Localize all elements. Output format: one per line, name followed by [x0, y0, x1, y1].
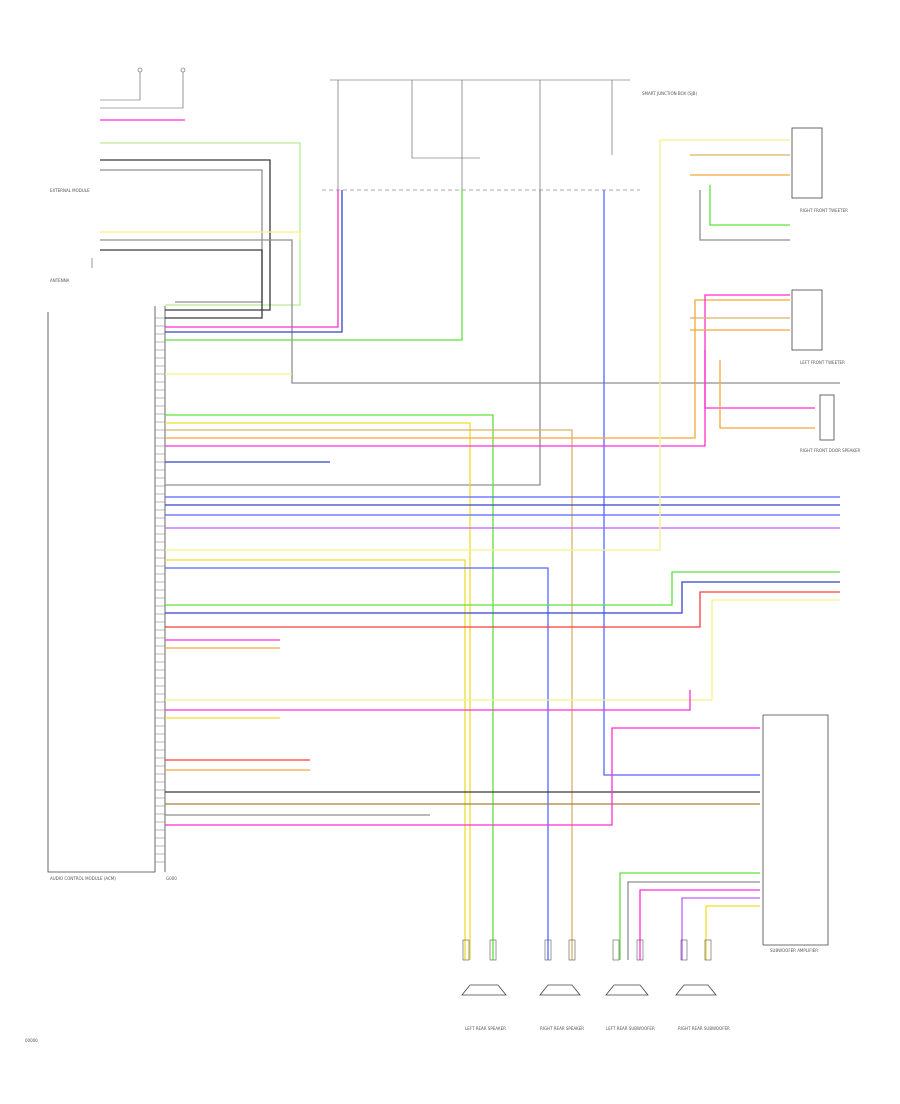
rr-speaker-label: RIGHT REAR SPEAKER [540, 1026, 584, 1031]
wire-ext-black-1 [100, 159, 271, 311]
wire-amp-yellow [705, 905, 760, 960]
antenna-label: ANTENNA [50, 278, 70, 283]
speaker-connector-6 [636, 939, 644, 961]
wire-fuse-green [165, 190, 463, 341]
wire-red-amp [165, 591, 840, 628]
wire-blue-sub [165, 567, 549, 960]
wire-rr-tan [165, 429, 573, 960]
wire-antenna-yellow [100, 231, 301, 240]
speaker-connector-7 [680, 939, 688, 961]
wire-lr-yellow [165, 422, 471, 960]
lr-speaker-symbol [461, 984, 507, 996]
rf-door-speaker-label: RIGHT FRONT DOOR SPEAKER [800, 448, 861, 453]
wire-rf-tw-4 [699, 190, 790, 241]
fuse-connector-2 [180, 67, 186, 73]
bottom-speakers-group: LEFT REAR SPEAKER RIGHT REAR SPEAKER LEF… [461, 984, 730, 1031]
speaker-connector-2 [489, 939, 497, 961]
audio-module-label: AUDIO CONTROL MODULE (ACM) [50, 876, 116, 881]
wire-amp-green [619, 872, 760, 960]
wire-antenna-gray [100, 239, 840, 384]
wire-rf-tw-3 [709, 185, 790, 226]
ext-module-label: EXTERNAL MODULE [50, 188, 90, 193]
speaker-connector-5 [612, 939, 620, 961]
module-pin-ticks [155, 317, 165, 863]
fuse-connector-1 [137, 67, 143, 73]
module-ground-label: G000 [166, 876, 177, 881]
wire-ext-green [100, 142, 301, 306]
wire-tan-tweeter [165, 139, 790, 551]
lf-tweeter-label: LEFT FRONT TWEETER [800, 360, 845, 365]
lr-subwoofer-label: LEFT REAR SUBWOOFER [606, 1026, 655, 1031]
fuse-feed-wire-1 [100, 72, 141, 101]
fuse-feed-wire-2 [100, 72, 184, 109]
speaker-connector-3 [544, 939, 552, 961]
rf-tweeter-box [791, 127, 823, 199]
rr-subwoofer-label: RIGHT REAR SUBWOOFER [678, 1026, 730, 1031]
rf-tweeter-label: RIGHT FRONT TWEETER [800, 208, 848, 213]
wire-amp-violet [681, 897, 760, 960]
wire-green-amp [165, 571, 840, 606]
wire-rr-orange [165, 299, 790, 439]
wire-pink-amp [165, 727, 760, 826]
wire-lf-tw-4 [719, 360, 815, 429]
wire-pink-sub [165, 690, 691, 711]
fuse-drop-2 [411, 80, 480, 159]
wire-fuse-navy [165, 190, 343, 333]
audio-module-outline [47, 306, 156, 873]
wire-lf-tw-3 [704, 350, 815, 409]
wire-yellow-sub [165, 559, 466, 960]
figure-number: 00000 [25, 1038, 38, 1043]
wire-navy-amp [165, 581, 840, 614]
right-speakers-group: RIGHT FRONT TWEETER LEFT FRONT TWEETER R… [791, 127, 861, 453]
wire-harness [100, 139, 840, 961]
lr-subwoofer-symbol [605, 984, 649, 996]
wire-fuse-gray [165, 190, 541, 486]
wire-amp-pink [639, 889, 760, 960]
rr-speaker-symbol [539, 984, 581, 996]
lf-tweeter-box [791, 289, 823, 351]
speaker-connector-1 [462, 939, 470, 961]
top-left-fuse-group: EXTERNAL MODULE ANTENNA [50, 67, 186, 283]
rr-subwoofer-symbol [675, 984, 717, 996]
junction-box-label: SMART JUNCTION BOX (SJB) [642, 91, 697, 96]
speaker-connector-4 [568, 939, 576, 961]
wire-fuse-pink [165, 190, 339, 328]
rf-door-speaker-box [819, 394, 835, 441]
junction-box-group: SMART JUNCTION BOX (SJB) [322, 79, 697, 191]
subwoofer-amp-outline [763, 714, 829, 946]
speaker-connector-8 [704, 939, 712, 961]
lr-speaker-label: LEFT REAR SPEAKER [465, 1026, 506, 1031]
wire-lightyellow-amp [165, 599, 840, 701]
wire-antenna-black [100, 249, 263, 319]
wire-amp-gray [627, 881, 760, 960]
wire-lr-green [165, 414, 494, 960]
subwoofer-amp-label: SUBWOOFER AMPLIFIER [770, 948, 818, 953]
wire-fuse-blue [603, 190, 760, 776]
wire-ext-gray [100, 169, 263, 303]
